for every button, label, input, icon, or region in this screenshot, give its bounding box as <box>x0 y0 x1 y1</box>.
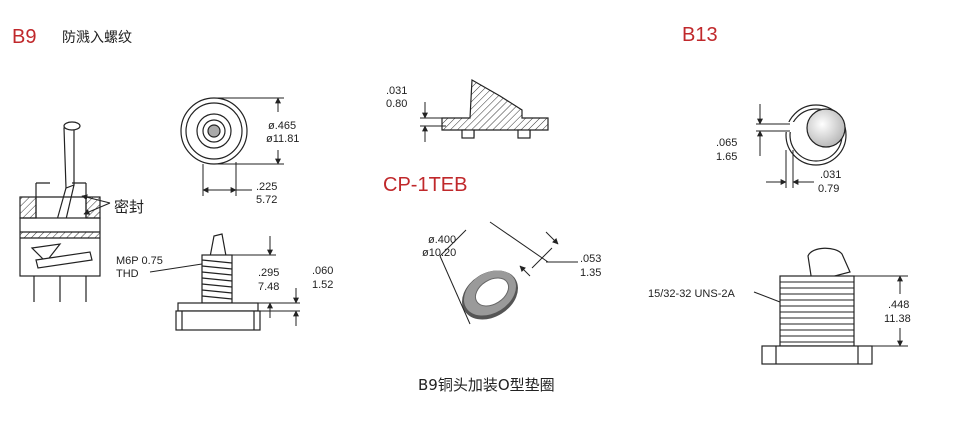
b9-bushing-side-view <box>175 233 261 331</box>
b13-top-dim-lines <box>756 104 814 188</box>
o-ring-dim-lines <box>439 221 578 325</box>
dim-031-cp: .031 <box>386 85 407 97</box>
cp-1teb-dim-lines <box>420 102 446 142</box>
b13-side-dim-lines <box>753 275 908 347</box>
b13-title: B13 <box>682 24 718 46</box>
thread-uns-label: 15/32-32 UNS-2A <box>648 288 735 300</box>
dim-d465: ø.465 <box>268 120 296 132</box>
dim-448: .448 <box>888 299 909 311</box>
b13-top-view <box>782 104 847 166</box>
thread-thd-label: THD <box>116 268 139 280</box>
seal-leader <box>81 194 111 215</box>
dim-748: 7.48 <box>258 281 279 293</box>
o-ring <box>462 270 518 320</box>
dim-053: .053 <box>580 253 601 265</box>
cp-1teb-cross-section <box>441 78 549 139</box>
dim-079: 0.79 <box>818 183 839 195</box>
dim-295: .295 <box>258 267 279 279</box>
dim-1138: 11.38 <box>884 313 911 325</box>
dim-165: 1.65 <box>716 151 737 163</box>
dim-065: .065 <box>716 137 737 149</box>
b13-bushing-side-view <box>761 247 873 365</box>
b9-toggle-side-view <box>19 121 101 302</box>
dim-152: 1.52 <box>312 279 333 291</box>
bottom-caption: B9铜头加装O型垫圈 <box>418 376 555 394</box>
dim-225: .225 <box>256 181 277 193</box>
dim-060: .060 <box>312 265 333 277</box>
dim-d400: ø.400 <box>428 234 456 246</box>
dim-135: 1.35 <box>580 267 601 279</box>
b9-top-dim-lines <box>202 97 284 196</box>
dim-031-b13: .031 <box>820 169 841 181</box>
dim-572: 5.72 <box>256 194 277 206</box>
dim-d1020: ø10.20 <box>422 247 456 259</box>
dim-080: 0.80 <box>386 98 407 110</box>
seal-label: 密封 <box>114 198 144 216</box>
thread-m6p-label: M6P 0.75 <box>116 255 163 267</box>
b9-side-dim-lines <box>149 236 300 326</box>
dim-d1181: ø11.81 <box>266 133 299 145</box>
b9-subtitle: 防溅入螺纹 <box>62 30 132 46</box>
cp-1teb-title: CP-1TEB <box>383 174 467 196</box>
b9-title: B9 <box>12 26 36 48</box>
b9-bushing-top-view <box>180 97 248 165</box>
